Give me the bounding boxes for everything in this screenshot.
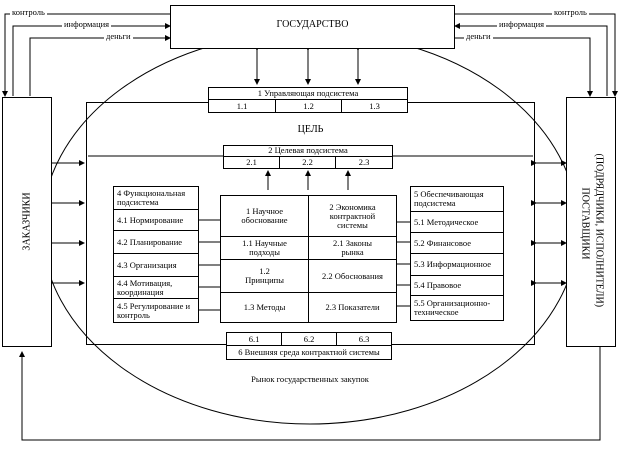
support-item: 5.3 Информационное [410, 253, 504, 276]
support-item-label: 5.1 Методическое [414, 216, 479, 227]
support-item: 5.1 Методическое [410, 211, 504, 233]
support-item-label: 5.3 Информационное [414, 259, 491, 269]
flow-label-control-left: контроль [10, 7, 47, 17]
functional-item: 4.1 Нормирование [113, 209, 199, 231]
external-title: 6 Внешняя среда контрактной системы [238, 347, 380, 357]
support-title: 5 Обеспечивающая подсистема [410, 186, 504, 212]
center-cell: 1.1 Научные подходы [220, 236, 309, 260]
center-cell: 2.3 Показатели [308, 292, 397, 323]
bottom-loop-line [19, 347, 601, 441]
center-cell: 2 Экономика контрактной системы [308, 195, 397, 237]
market-label: Рынок государственных закупок [251, 374, 369, 384]
center-cell-line: системы [337, 219, 368, 230]
center-cell-line: подходы [249, 247, 280, 257]
support-item-label: 5.4 Правовое [414, 280, 462, 290]
center-cell: 2.2 Обоснования [308, 259, 397, 293]
support-item: 5.5 Организационно- техническое [410, 295, 504, 321]
flow-money-left [29, 35, 171, 96]
center-cell-line: контрактной [329, 210, 376, 221]
external-cell: 6.1 [226, 332, 282, 346]
functional-item: 4.2 Планирование [113, 230, 199, 254]
flow-control-left [2, 13, 173, 97]
center-cell: 1.3 Методы [220, 292, 309, 323]
customers-label: ЗАКАЗЧИКИ [21, 192, 33, 251]
flow-control-right [452, 13, 618, 97]
management-cell: 1.3 [341, 99, 408, 113]
support-item-label: 5.2 Финансовое [414, 237, 471, 248]
functional-item: 4.4 Мотивация, координация [113, 276, 199, 299]
functional-item-label: координация [117, 286, 164, 297]
flow-label-info-right: информация [497, 19, 547, 29]
center-cell-line: 2 Экономика [329, 201, 376, 212]
suppliers-box [566, 97, 616, 347]
external-cell: 6.2 [281, 332, 337, 346]
management-cell: 1.1 [208, 99, 276, 113]
functional-item-label: 4.2 Планирование [117, 236, 183, 247]
flow-info-left [12, 23, 171, 96]
center-cell-line: рынка [341, 247, 364, 257]
center-cell-line: 2.1 Законы [333, 238, 372, 248]
functional-item-label: 4.5 Регулирование и [117, 300, 191, 311]
functional-item-label: 4.4 Мотивация, [117, 277, 173, 288]
target-title: 2 Целевая подсистема [268, 145, 348, 155]
customers-box [2, 97, 52, 347]
support-title-line: подсистема [414, 198, 456, 208]
support-item: 5.2 Финансовое [410, 232, 504, 254]
target-cell: 2.1 [223, 156, 280, 169]
management-title: 1 Управляющая подсистема [257, 88, 359, 98]
state-label: ГОСУДАРСТВО [276, 19, 349, 30]
suppliers-label-1: ПОСТАВЩИКИ [579, 187, 591, 260]
support-item-label: 5.5 Организационно- [414, 298, 491, 308]
flow-money-right [455, 37, 593, 97]
center-cell-line: 2.3 Показатели [325, 302, 380, 312]
center-cell-line: 1.2 [259, 266, 270, 276]
flow-label-control-right: контроль [552, 7, 589, 17]
goal-label: ЦЕЛЬ [297, 124, 324, 135]
support-title-line: 5 Обеспечивающая [414, 189, 484, 199]
target-cell: 2.3 [335, 156, 393, 169]
functional-item: 4.5 Регулирование и контроль [113, 298, 199, 323]
center-cell: 1 Научное обоснование [220, 195, 309, 237]
state-box [170, 5, 455, 49]
suppliers-label-2: (ПОДРЯДЧИКИ, ИСПОЛНИТЕЛИ) [593, 153, 605, 308]
center-cell: 1.2 Принципы [220, 259, 309, 293]
center-cell-line: Принципы [245, 275, 284, 285]
flow-label-money-right: деньги [464, 31, 493, 41]
center-cell-line: 1.3 Методы [243, 302, 286, 312]
center-cell: 2.1 Законы рынка [308, 236, 397, 260]
functional-title: 4 Функциональная подсистема [113, 186, 199, 210]
functional-item-label: 4.3 Организация [117, 259, 177, 270]
center-cell-line: обоснование [241, 215, 288, 225]
functional-item-label: 4.1 Нормирование [117, 214, 184, 225]
flow-label-info-left: информация [62, 19, 112, 29]
target-cell: 2.2 [279, 156, 336, 169]
functional-title-line: подсистема [117, 197, 159, 207]
support-item-label: техническое [414, 307, 459, 317]
management-cell: 1.2 [275, 99, 342, 113]
center-cell-line: 1 Научное [245, 206, 284, 216]
flow-label-money-left: деньги [104, 31, 133, 41]
functional-title-line: 4 Функциональная [117, 188, 186, 198]
functional-item: 4.3 Организация [113, 253, 199, 277]
center-cell-line: 2.2 Обоснования [322, 270, 383, 281]
external-cell: 6.3 [336, 332, 392, 346]
functional-item-label: контроль [117, 309, 150, 320]
support-item: 5.4 Правовое [410, 275, 504, 296]
center-cell-line: 1.1 Научные [242, 238, 287, 248]
